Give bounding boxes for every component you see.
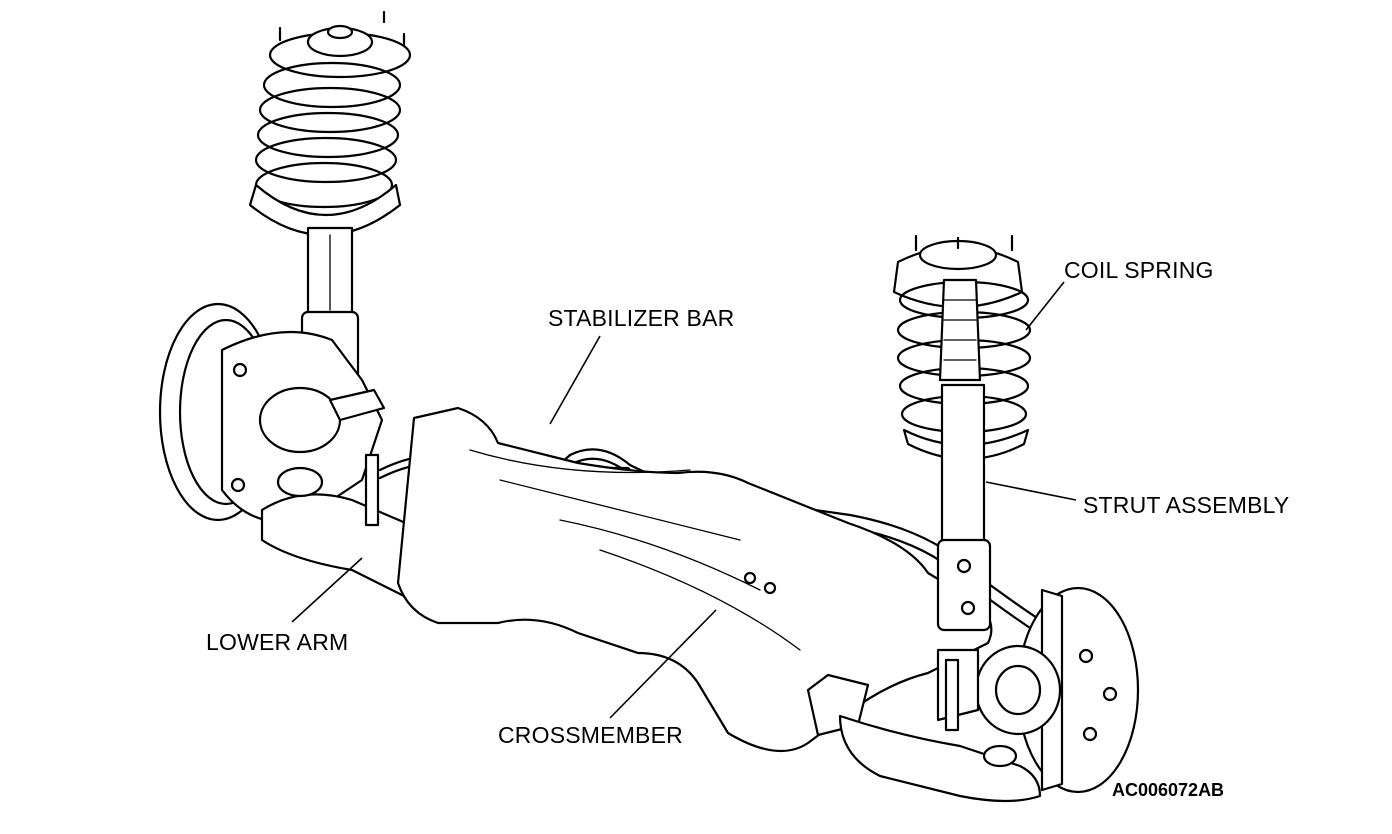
leader-coil-spring xyxy=(1025,281,1065,331)
left-brake-rotor xyxy=(158,302,386,524)
leader-stabilizer-bar xyxy=(549,335,601,425)
label-crossmember: CROSSMEMBER xyxy=(498,722,683,748)
right-lower-arm xyxy=(838,658,1042,803)
label-lower-arm: LOWER ARM xyxy=(206,629,349,655)
right-strut-assembly xyxy=(892,234,1032,632)
label-strut-assembly: STRUT ASSEMBLY xyxy=(1083,492,1290,518)
crossmember xyxy=(396,406,993,753)
label-stabilizer-bar: STABILIZER BAR xyxy=(548,305,735,331)
leader-crossmember xyxy=(609,609,717,719)
leader-strut-assembly xyxy=(985,481,1077,501)
figure-code: AC006072AB xyxy=(1112,780,1225,800)
right-brake-rotor xyxy=(936,586,1140,794)
leader-lower-arm xyxy=(291,557,363,623)
label-coil-spring: COIL SPRING xyxy=(1064,257,1214,283)
leader-lines xyxy=(291,281,1077,719)
left-coil-spring xyxy=(254,61,402,209)
